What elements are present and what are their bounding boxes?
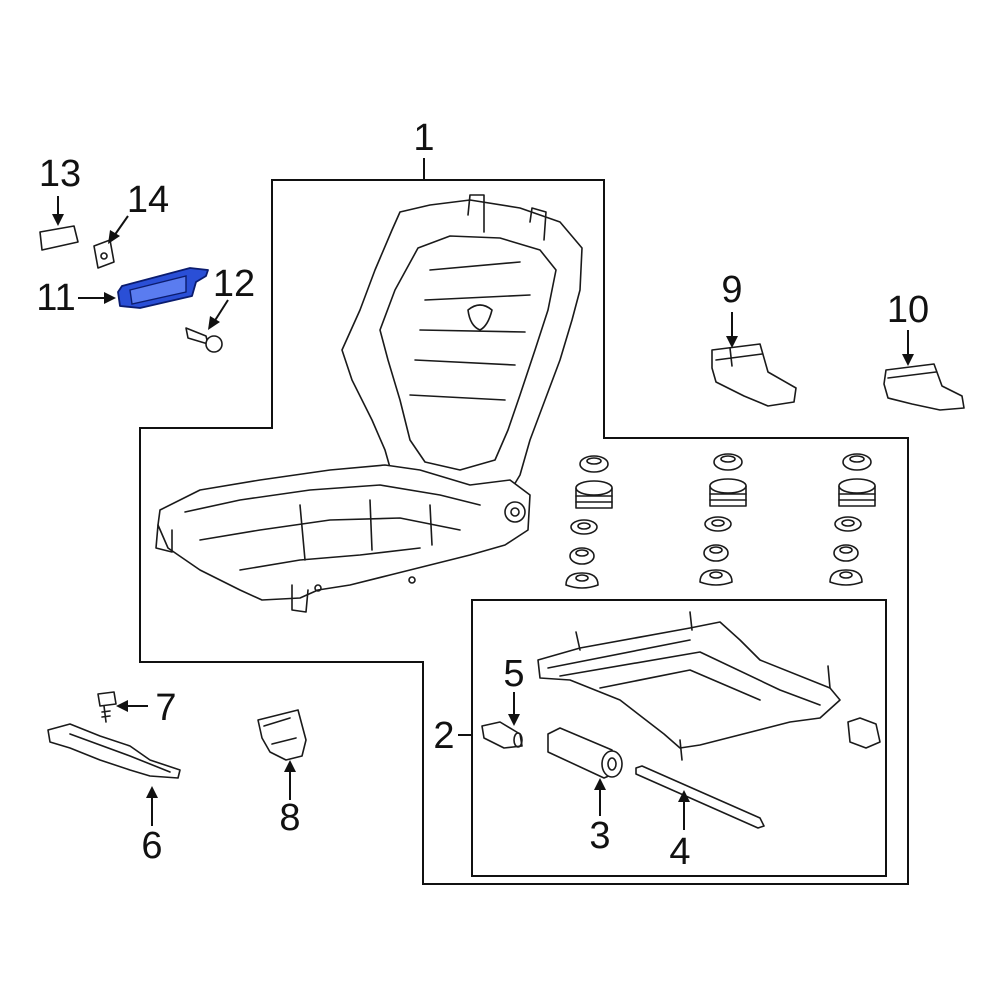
callout-7[interactable]: 7 <box>155 687 176 729</box>
callout-3[interactable]: 3 <box>589 815 610 857</box>
bushing-stack-left <box>565 455 613 589</box>
part-5-illustration <box>481 721 523 749</box>
callout-13[interactable]: 13 <box>39 153 81 195</box>
bushing-stacks <box>565 453 876 589</box>
part-13-illustration <box>39 225 79 251</box>
part-3-illustration <box>547 727 623 779</box>
part-7-illustration <box>97 691 117 723</box>
bushing-stack-right <box>829 453 876 586</box>
leader-lines <box>52 158 914 830</box>
callout-5[interactable]: 5 <box>503 653 524 695</box>
callout-14[interactable]: 14 <box>127 179 169 221</box>
part-6-illustration <box>47 723 181 779</box>
part-10-illustration <box>883 363 965 411</box>
seat-frame-illustration <box>155 194 583 613</box>
callout-9[interactable]: 9 <box>721 269 742 311</box>
callout-12[interactable]: 12 <box>213 263 255 305</box>
part-11-highlighted-bracket[interactable] <box>117 267 209 309</box>
callout-1[interactable]: 1 <box>413 117 434 159</box>
part-14-illustration <box>93 239 115 269</box>
callout-2[interactable]: 2 <box>433 715 454 757</box>
callout-6[interactable]: 6 <box>141 825 162 867</box>
part-8-illustration <box>257 709 307 761</box>
assembly-1-outline <box>139 179 909 885</box>
part-9-illustration <box>711 343 797 407</box>
callout-8[interactable]: 8 <box>279 797 300 839</box>
callout-10[interactable]: 10 <box>887 289 929 331</box>
part-4-illustration <box>635 765 765 829</box>
assembly-2-outline <box>471 599 887 877</box>
bushing-stack-middle <box>699 453 747 586</box>
callout-4[interactable]: 4 <box>669 831 690 873</box>
seat-track-illustration <box>537 611 881 761</box>
part-12-illustration <box>185 327 223 353</box>
callout-11[interactable]: 11 <box>36 277 75 319</box>
